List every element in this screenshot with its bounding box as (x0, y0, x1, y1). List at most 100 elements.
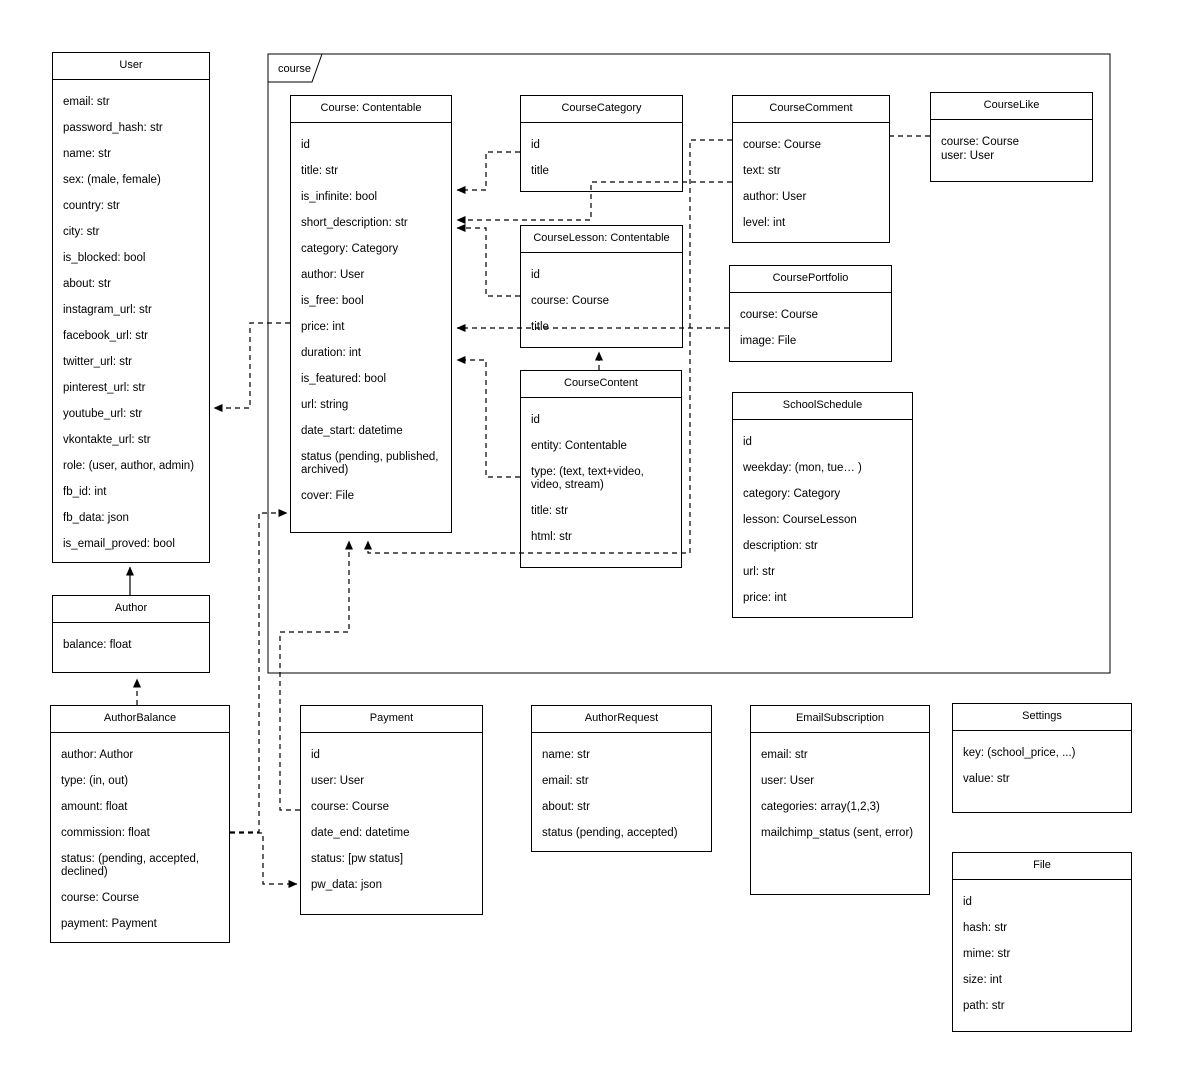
entity-title: Author (53, 596, 209, 623)
entity-field: name: str (542, 749, 590, 761)
entity-field: type: (text, text+video, video, stream) (531, 466, 644, 491)
entity-title: Settings (953, 704, 1131, 731)
entity-title: Payment (301, 706, 482, 733)
entity-field: status: [pw status] (311, 853, 404, 865)
entity-field: user: User (761, 775, 815, 787)
entity-field: lesson: CourseLesson (743, 514, 857, 526)
connector-course-to-user (213, 322, 290, 412)
entity-fields: id title: str is_infinite: bool short_descr… (291, 123, 451, 503)
entity-title: File (953, 853, 1131, 880)
entity-field: id (531, 414, 540, 426)
entity-field: author: User (743, 191, 807, 203)
entity-field: id (301, 139, 310, 151)
entity-field: title: str (531, 505, 569, 517)
entity-field: price: int (743, 592, 787, 604)
entity-title: CourseCategory (521, 96, 682, 123)
entity-field: is_infinite: bool (301, 191, 378, 203)
entity-field: weekday: (mon, tue… ) (743, 462, 862, 474)
entity-field: id (531, 269, 540, 281)
entity-field: url: string (301, 399, 349, 411)
entity-field: id (963, 896, 972, 908)
entity-title: CoursePortfolio (730, 266, 891, 293)
entity-field: price: int (301, 321, 345, 333)
entity-field: mime: str (963, 948, 1011, 960)
entity-field: date_start: datetime (301, 425, 403, 437)
entity-field: pw_data: json (311, 879, 382, 891)
entity-field: date_end: datetime (311, 827, 410, 839)
entity-field: hash: str (963, 922, 1008, 934)
entity-field: payment: Payment (61, 918, 157, 930)
entity-field: is_blocked: bool (63, 252, 146, 264)
entity-title: SchoolSchedule (733, 393, 912, 420)
entity-field: vkontakte_url: str (63, 434, 151, 446)
entity-title: User (53, 53, 209, 80)
entity-field: country: str (63, 200, 120, 212)
entity-field: value: str (963, 773, 1010, 785)
entity-field: status: (pending, accepted, declined) (61, 853, 200, 878)
entity-field: author: User (301, 269, 365, 281)
entity-field: name: str (63, 148, 111, 160)
entity-field: image: File (740, 335, 797, 347)
entity-field: category: Category (301, 243, 399, 255)
entity-title: EmailSubscription (751, 706, 929, 733)
entity-settings[interactable]: Settings key: (school_price, ...)value: … (952, 703, 1132, 813)
entity-field: is_featured: bool (301, 373, 387, 385)
course-container-label[interactable]: course (278, 63, 312, 75)
entity-title: CourseLesson: Contentable (521, 226, 682, 253)
connector-course-lesson-to-course (456, 224, 520, 297)
entity-field: about: str (63, 278, 111, 290)
entity-field: size: int (963, 974, 1002, 986)
entity-field: youtube_url: str (63, 408, 143, 420)
entity-field: amount: float (61, 801, 128, 813)
entity-fields: key: (school_price, ...)value: str (953, 731, 1131, 786)
entity-field: id (311, 749, 320, 761)
entity-field: about: str (542, 801, 590, 813)
entity-author[interactable]: Author balance: float (52, 595, 210, 673)
entity-field: course: Course (61, 892, 139, 904)
entity-field: email: str (761, 749, 808, 761)
entity-field: course: Course (311, 801, 389, 813)
entity-field: city: str (63, 226, 100, 238)
entity-field: sex: (male, female) (63, 174, 161, 186)
entity-field: level: int (743, 217, 786, 229)
entity-field: is_free: bool (301, 295, 364, 307)
entity-field: short_description: str (301, 217, 408, 229)
entity-field: id (743, 436, 752, 448)
connector-course-category-to-course (456, 151, 520, 194)
entity-field: title: str (301, 165, 339, 177)
entity-field: id (531, 139, 540, 151)
connector-course-content-to-course (456, 356, 520, 478)
entity-field: fb_data: json (63, 512, 129, 524)
entity-title: AuthorRequest (532, 706, 711, 733)
entity-field: instagram_url: str (63, 304, 152, 316)
entity-field: type: (in, out) (61, 775, 129, 787)
entity-field: balance: float (63, 639, 132, 651)
entity-field: mailchimp_status (sent, error) (761, 827, 914, 839)
